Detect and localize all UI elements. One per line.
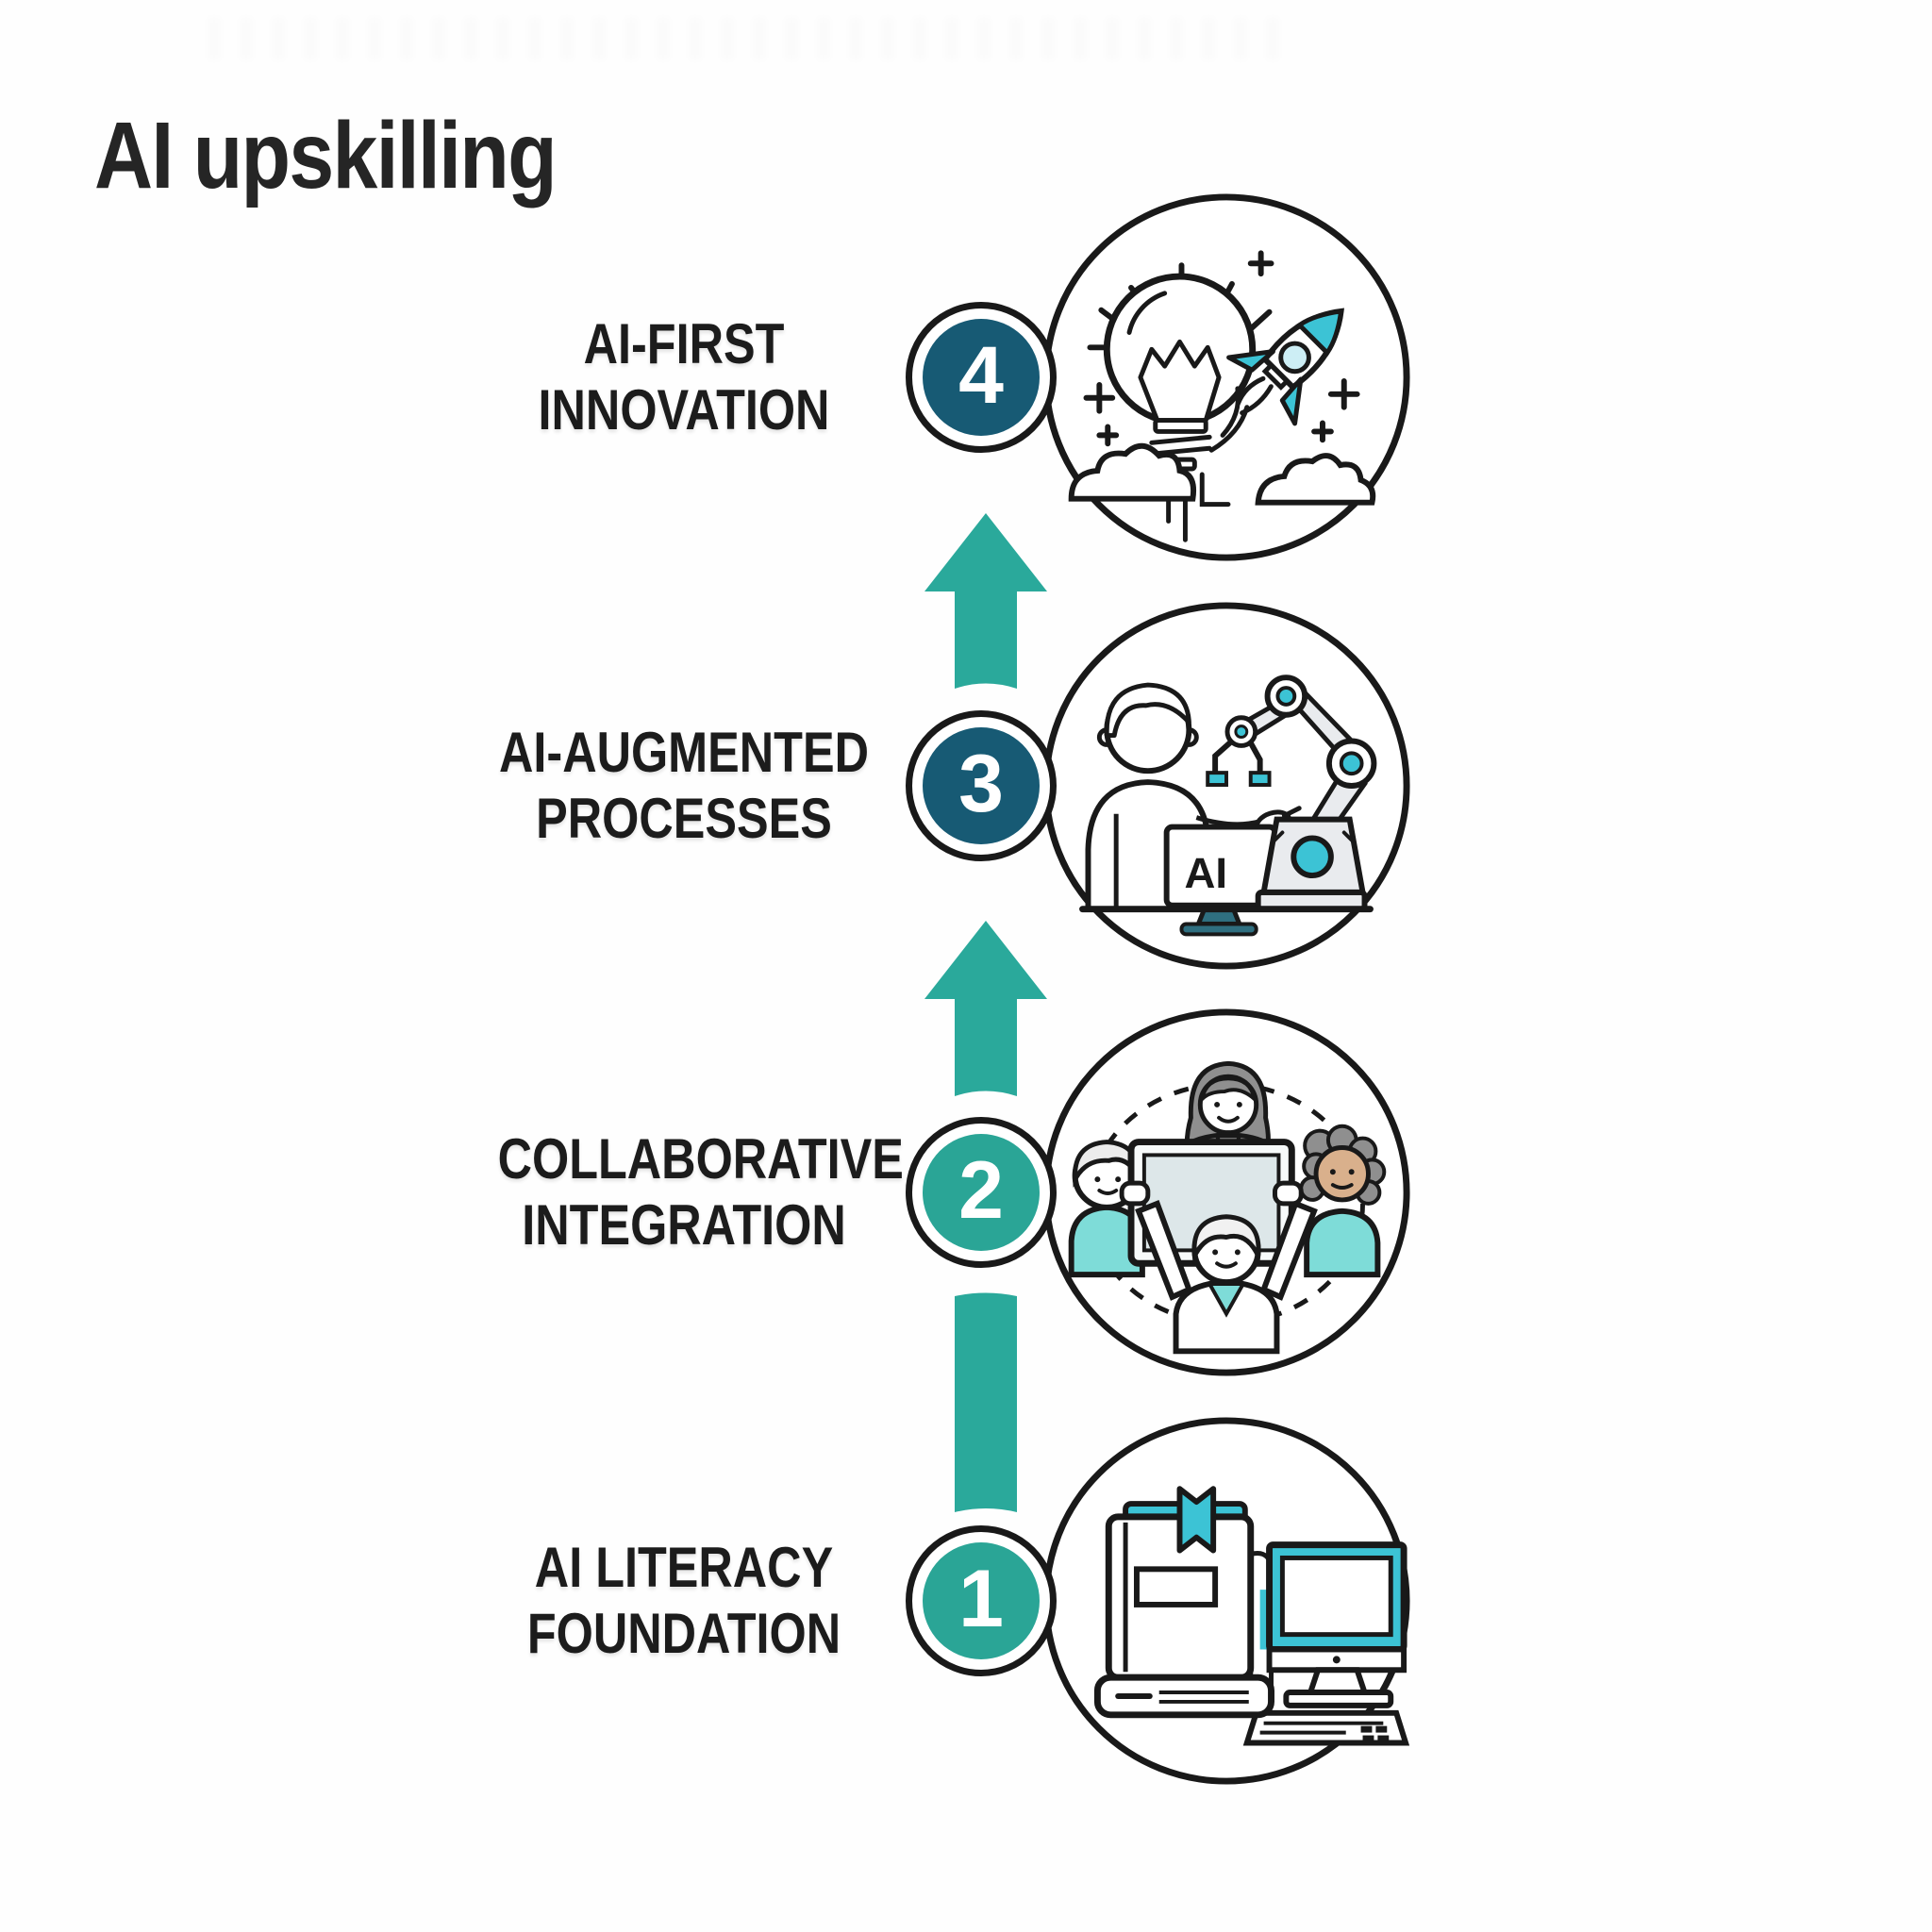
stage-4-badge: 4 bbox=[906, 302, 1057, 453]
stage-label-line: FOUNDATION bbox=[526, 1602, 841, 1665]
book-computer-icon bbox=[1042, 1417, 1410, 1785]
stage-label-line: COLLABORATIVE bbox=[497, 1127, 904, 1191]
book bbox=[1093, 1486, 1274, 1719]
page-title: AI upskilling bbox=[94, 103, 558, 208]
monitor-text: AI bbox=[1184, 849, 1227, 897]
computer bbox=[1242, 1541, 1410, 1746]
stage-label-line: AI-AUGMENTED bbox=[499, 721, 869, 784]
person-bottom bbox=[1119, 1180, 1318, 1355]
human-robot-arm-icon: AI bbox=[1042, 602, 1410, 970]
stage-number: 3 bbox=[958, 739, 1004, 829]
up-arrow-icon bbox=[924, 513, 1047, 689]
rocket-icon bbox=[1226, 308, 1344, 426]
stage-3-label: AI-AUGMENTED PROCESSES bbox=[498, 720, 871, 852]
stage-1-badge: 1 bbox=[906, 1525, 1057, 1676]
bookmark-ribbon bbox=[1176, 1486, 1217, 1554]
up-arrow-icon bbox=[924, 921, 1047, 1096]
person-right bbox=[1299, 1124, 1387, 1278]
top-edge-artifact bbox=[208, 17, 1283, 60]
bulb-filament bbox=[1138, 339, 1222, 424]
lightbulb-rocket-icon bbox=[1042, 193, 1410, 561]
connector-bar bbox=[955, 1292, 1017, 1512]
robot-arm bbox=[1206, 675, 1377, 912]
cloud-icon bbox=[1068, 442, 1196, 502]
team-whiteboard-icon bbox=[1042, 1008, 1410, 1376]
stage-label-line: AI-FIRST bbox=[583, 312, 785, 375]
sparkle-icons bbox=[1083, 250, 1360, 447]
stage-label-line: PROCESSES bbox=[536, 787, 832, 850]
stage-label-line: AI LITERACY bbox=[534, 1536, 834, 1599]
stage-number: 2 bbox=[958, 1145, 1004, 1236]
stage-label-line: INNOVATION bbox=[538, 378, 830, 441]
stage-number: 4 bbox=[958, 330, 1004, 421]
stage-number: 1 bbox=[958, 1554, 1004, 1644]
stage-2-badge: 2 bbox=[906, 1117, 1057, 1268]
stage-2-label: COLLABORATIVE INTEGRATION bbox=[497, 1126, 904, 1258]
stage-4-label: AI-FIRST INNOVATION bbox=[498, 311, 871, 443]
stage-label-line: INTEGRATION bbox=[522, 1193, 846, 1257]
stage-1-label: AI LITERACY FOUNDATION bbox=[498, 1535, 871, 1667]
stage-3-badge: 3 bbox=[906, 710, 1057, 861]
cloud-icon bbox=[1255, 453, 1376, 506]
